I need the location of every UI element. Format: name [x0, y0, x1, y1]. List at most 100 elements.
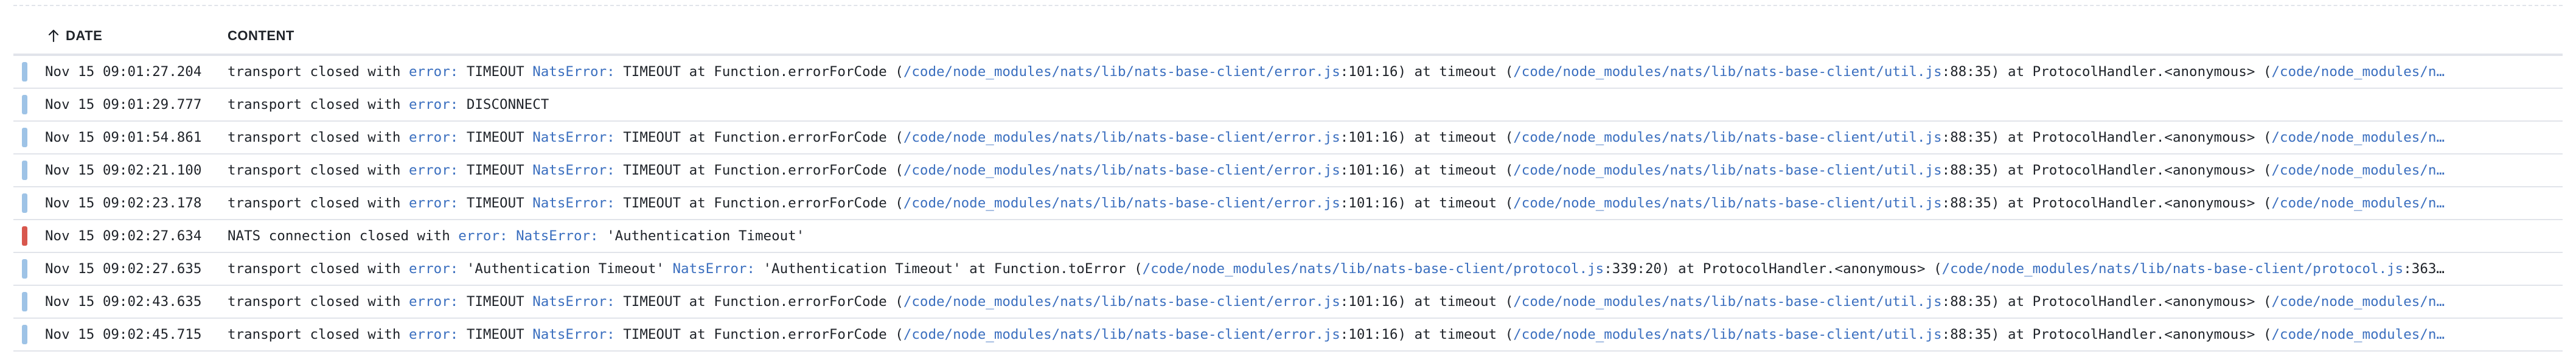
log-text: TIMEOUT [458, 195, 533, 211]
log-text: :101:16) at timeout ( [1340, 162, 1514, 178]
log-text: DISCONNECT [458, 97, 549, 113]
log-row[interactable]: Nov 15 09:02:21.100 transport closed with… [13, 154, 2563, 187]
log-token: error: [409, 195, 459, 211]
log-text: transport closed with [228, 97, 409, 113]
log-text: TIMEOUT at Function.errorForCode ( [614, 195, 903, 211]
log-token: error: [409, 261, 459, 277]
content-column-label: CONTENT [228, 28, 294, 43]
log-token: /code/node_modules/n… [2271, 162, 2445, 178]
log-text: :88:35) at ProtocolHandler.<anonymous> ( [1941, 327, 2272, 342]
date-column-header[interactable]: DATE [47, 28, 102, 44]
log-token: error: [409, 327, 459, 342]
log-text: TIMEOUT [458, 294, 533, 310]
log-token: error: [409, 162, 459, 178]
log-text: TIMEOUT at Function.errorForCode ( [614, 162, 903, 178]
log-token: error: [409, 130, 459, 145]
info-level-indicator [22, 128, 27, 147]
log-message: transport closed with error: TIMEOUT Nat… [228, 195, 2563, 211]
log-timestamp: Nov 15 09:01:29.777 [45, 97, 202, 113]
log-text: TIMEOUT at Function.errorForCode ( [614, 327, 903, 342]
log-text: 'Authentication Timeout' [458, 261, 673, 277]
log-text: :88:35) at ProtocolHandler.<anonymous> ( [1941, 130, 2272, 145]
log-timestamp: Nov 15 09:02:43.635 [45, 294, 202, 310]
info-level-indicator [22, 259, 27, 279]
log-text: :101:16) at timeout ( [1340, 130, 1514, 145]
log-token: NatsError: [532, 162, 615, 178]
log-token: /code/node_modules/nats/lib/nats-base-cl… [1142, 261, 1604, 277]
log-token: NatsError: [532, 195, 615, 211]
log-timestamp: Nov 15 09:01:54.861 [45, 130, 202, 145]
log-table-header: DATE CONTENT [13, 18, 2563, 55]
content-column-header[interactable]: CONTENT [228, 28, 294, 44]
top-divider [13, 5, 2563, 6]
log-text: TIMEOUT at Function.errorForCode ( [614, 130, 903, 145]
log-timestamp: Nov 15 09:02:27.635 [45, 261, 202, 277]
log-text: :88:35) at ProtocolHandler.<anonymous> ( [1941, 294, 2272, 310]
log-text: transport closed with [228, 130, 409, 145]
log-text: :339:20) at ProtocolHandler.<anonymous> … [1604, 261, 1942, 277]
log-text: :101:16) at timeout ( [1340, 195, 1514, 211]
log-text: 'Authentication Timeout' [598, 228, 805, 244]
log-token: /code/node_modules/nats/lib/nats-base-cl… [1513, 162, 1942, 178]
log-text: TIMEOUT at Function.errorForCode ( [614, 64, 903, 80]
log-row[interactable]: Nov 15 09:01:29.777 transport closed with… [13, 89, 2563, 122]
log-token: /code/node_modules/nats/lib/nats-base-cl… [903, 64, 1340, 80]
log-text: :88:35) at ProtocolHandler.<anonymous> ( [1941, 162, 2272, 178]
log-token: /code/node_modules/nats/lib/nats-base-cl… [1513, 294, 1942, 310]
log-text: TIMEOUT at Function.errorForCode ( [614, 294, 903, 310]
log-token: /code/node_modules/nats/lib/nats-base-cl… [1513, 64, 1942, 80]
log-message: transport closed with error: TIMEOUT Nat… [228, 64, 2563, 80]
log-token: NatsError: [532, 294, 615, 310]
info-level-indicator [22, 292, 27, 311]
log-timestamp: Nov 15 09:02:45.715 [45, 327, 202, 342]
log-text: 'Authentication Timeout' at Function.toE… [754, 261, 1143, 277]
log-text: TIMEOUT [458, 327, 533, 342]
arrow-up-icon[interactable] [47, 29, 60, 43]
log-token: /code/node_modules/nats/lib/nats-base-cl… [903, 294, 1340, 310]
log-text: TIMEOUT [458, 64, 533, 80]
log-text: TIMEOUT [458, 130, 533, 145]
log-timestamp: Nov 15 09:02:21.100 [45, 162, 202, 178]
log-token: /code/node_modules/nats/lib/nats-base-cl… [1513, 327, 1942, 342]
log-text: transport closed with [228, 64, 409, 80]
log-message: transport closed with error: 'Authentica… [228, 261, 2563, 277]
log-token: /code/node_modules/n… [2271, 195, 2445, 211]
log-message: transport closed with error: TIMEOUT Nat… [228, 162, 2563, 178]
log-token: /code/node_modules/n… [2271, 64, 2445, 80]
log-token: NatsError: [516, 228, 599, 244]
log-message: transport closed with error: DISCONNECT [228, 97, 2563, 113]
log-message: transport closed with error: TIMEOUT Nat… [228, 327, 2563, 342]
log-text: :101:16) at timeout ( [1340, 64, 1514, 80]
log-text: TIMEOUT [458, 162, 533, 178]
error-level-indicator [22, 226, 27, 246]
log-text: transport closed with [228, 162, 409, 178]
log-token: /code/node_modules/n… [2271, 294, 2445, 310]
log-row[interactable]: Nov 15 09:02:27.635 transport closed with… [13, 253, 2563, 286]
info-level-indicator [22, 325, 27, 344]
log-text: NATS connection closed with [228, 228, 459, 244]
log-token: error: [409, 97, 459, 113]
log-token: /code/node_modules/nats/lib/nats-base-cl… [903, 130, 1340, 145]
log-text: transport closed with [228, 294, 409, 310]
log-token: /code/node_modules/nats/lib/nats-base-cl… [903, 195, 1340, 211]
log-token: /code/node_modules/n… [2271, 130, 2445, 145]
log-message: NATS connection closed with error: NatsE… [228, 228, 2563, 244]
log-row[interactable]: Nov 15 09:01:54.861 transport closed with… [13, 122, 2563, 154]
log-token: error: [409, 64, 459, 80]
log-row[interactable]: Nov 15 09:02:45.715 transport closed with… [13, 319, 2563, 352]
log-token: /code/node_modules/nats/lib/nats-base-cl… [1941, 261, 2404, 277]
log-row[interactable]: Nov 15 09:02:23.178 transport closed with… [13, 187, 2563, 220]
log-token: /code/node_modules/n… [2271, 327, 2445, 342]
log-token: NatsError: [672, 261, 755, 277]
log-text: transport closed with [228, 261, 409, 277]
log-timestamp: Nov 15 09:02:23.178 [45, 195, 202, 211]
log-text: :101:16) at timeout ( [1340, 327, 1514, 342]
log-row[interactable]: Nov 15 09:02:43.635 transport closed with… [13, 286, 2563, 319]
info-level-indicator [22, 161, 27, 180]
log-message: transport closed with error: TIMEOUT Nat… [228, 130, 2563, 145]
info-level-indicator [22, 95, 27, 114]
log-token: NatsError: [532, 64, 615, 80]
